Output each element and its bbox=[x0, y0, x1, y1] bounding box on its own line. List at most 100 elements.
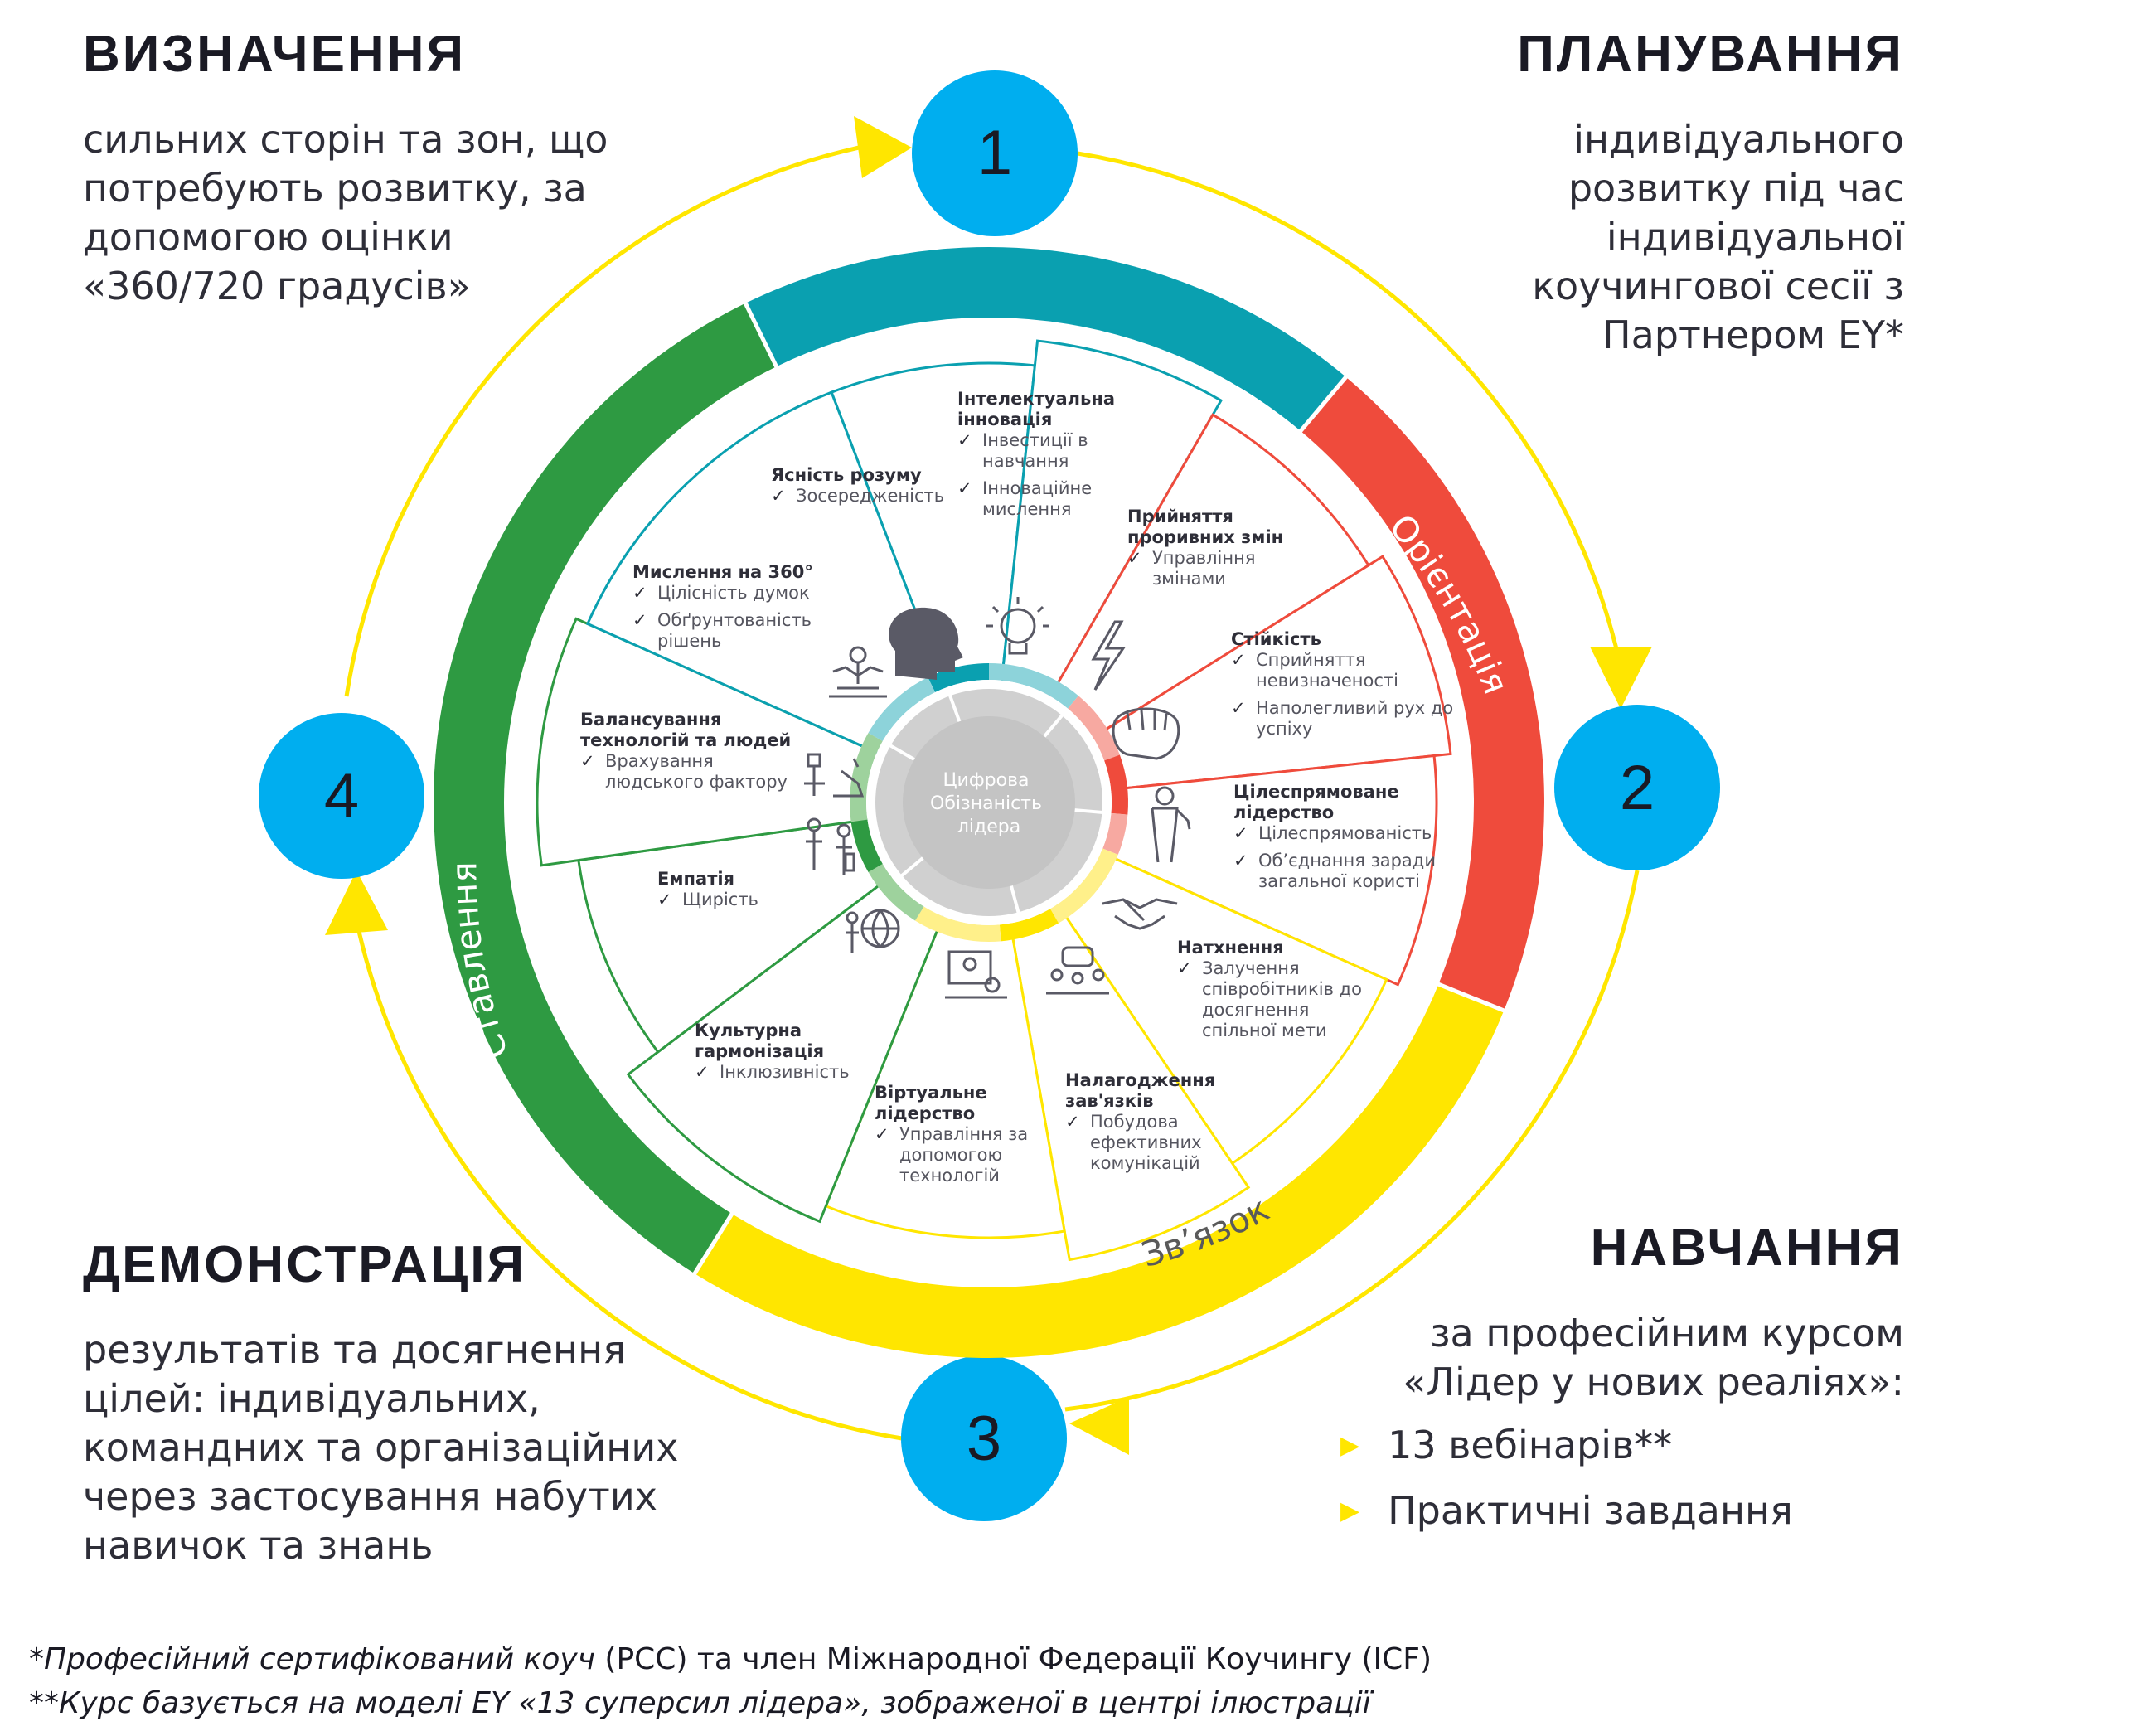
learning-line: за професійним курсом bbox=[1430, 1311, 1904, 1355]
step-2-circle bbox=[1554, 705, 1720, 870]
center-circle bbox=[903, 716, 1075, 889]
segment-item: Управління bbox=[1152, 548, 1255, 568]
segment-item: Сприйняття bbox=[1256, 650, 1365, 670]
thinking-ring bbox=[745, 247, 1346, 431]
planning-line: індивідуального bbox=[1573, 117, 1904, 162]
cycle-arrowhead bbox=[325, 870, 388, 935]
center-label-line: лідера bbox=[957, 817, 1020, 837]
step-learning-block: НАВЧАННЯ за професійним курсом «Лідер у … bbox=[1224, 1219, 1904, 1546]
head-icon bbox=[889, 607, 963, 680]
segment-title: проривних змін bbox=[1127, 527, 1283, 547]
learning-bullet-text: 13 вебінарів** bbox=[1388, 1423, 1673, 1467]
planning-line: індивідуальної bbox=[1606, 215, 1904, 259]
planning-line: Партнером EY* bbox=[1602, 313, 1904, 357]
segment-item: Щирість bbox=[682, 890, 758, 909]
footnote-1: *Професійний сертифікований коуч (PCC) т… bbox=[29, 1637, 1432, 1681]
check-icon: ✓ bbox=[1127, 548, 1142, 568]
learning-bullet-text: Практичні завдання bbox=[1388, 1488, 1793, 1533]
segment-title: інновація bbox=[957, 410, 1052, 429]
segment-item: Об’єднання заради bbox=[1258, 851, 1436, 870]
demonstration-line: навичок та знань bbox=[83, 1523, 434, 1568]
step-1-circle bbox=[912, 70, 1078, 236]
segment-wedge bbox=[585, 390, 991, 805]
check-icon: ✓ bbox=[771, 486, 786, 506]
center-ring-divider bbox=[947, 694, 962, 722]
definition-line: допомогою оцінки bbox=[83, 215, 453, 259]
triangle-bullet-icon: ▶ bbox=[1340, 1496, 1360, 1525]
inner-ring-segment bbox=[914, 906, 1001, 942]
demonstration-line: через застосування набутих bbox=[83, 1474, 657, 1519]
center-label-line: Обізнаність bbox=[930, 793, 1042, 814]
check-icon: ✓ bbox=[1177, 958, 1192, 978]
check-icon: ✓ bbox=[1231, 698, 1246, 718]
segment-item: Інвестиції в bbox=[982, 430, 1088, 450]
segment-title: гармонізація bbox=[695, 1041, 824, 1061]
segment-title: зав'язків bbox=[1065, 1091, 1154, 1111]
segment-item: Інноваційне bbox=[982, 478, 1092, 498]
footnote-2: **Курс базується на моделі EY «13 суперс… bbox=[29, 1681, 1432, 1725]
segment-title: Налагодження bbox=[1065, 1070, 1215, 1090]
center-ring-divider bbox=[1074, 808, 1103, 815]
check-icon: ✓ bbox=[580, 751, 595, 771]
planning-title: ПЛАНУВАННЯ bbox=[1517, 26, 1904, 83]
definition-line: сильних сторін та зон, що bbox=[83, 117, 608, 162]
segment-item: комунікацій bbox=[1090, 1153, 1200, 1173]
ring-separator bbox=[1296, 374, 1349, 436]
segment-title: Прийняття bbox=[1127, 507, 1233, 526]
planning-line: розвитку під час bbox=[1568, 166, 1904, 211]
segment-title: лідерство bbox=[1233, 803, 1334, 822]
segment-title: Віртуальне bbox=[875, 1083, 987, 1103]
center-ring-divider bbox=[1043, 714, 1064, 738]
segment-text: Ясність розуму✓Зосередженість bbox=[771, 465, 944, 506]
step-demonstration-block: ДЕМОНСТРАЦІЯ результатів та досягнення ц… bbox=[83, 1235, 746, 1570]
step-3-number: 3 bbox=[967, 1404, 1001, 1474]
definition-description: сильних сторін та зон, що потребують роз… bbox=[83, 115, 713, 311]
definition-line: «360/720 градусів» bbox=[83, 264, 471, 308]
footnote-1-plain: (PCC) та член Міжнародної Федерації Коуч… bbox=[594, 1642, 1432, 1676]
check-icon: ✓ bbox=[657, 890, 672, 909]
segment-title: Мислення на 360° bbox=[632, 562, 813, 582]
step-1: 1 bbox=[912, 70, 1078, 236]
segment-item: співробітників до bbox=[1202, 979, 1362, 999]
video-call-icon bbox=[945, 950, 1007, 999]
category-ring bbox=[434, 247, 1544, 1358]
segment-item: технологій bbox=[899, 1166, 1000, 1186]
step-1-number: 1 bbox=[977, 118, 1012, 188]
attitude-ring bbox=[434, 303, 777, 1274]
step-2: 2 bbox=[1554, 705, 1720, 870]
segment-title: технологій та людей bbox=[580, 730, 791, 750]
step-3: 3 bbox=[901, 1355, 1067, 1521]
segment-item: людського фактору bbox=[605, 772, 788, 792]
ring-separator bbox=[691, 1209, 736, 1277]
demonstration-title: ДЕМОНСТРАЦІЯ bbox=[83, 1236, 527, 1293]
segment-title: Інтелектуальна bbox=[957, 389, 1115, 409]
demonstration-line: командних та організаційних bbox=[83, 1425, 679, 1470]
inner-ring-segment bbox=[928, 663, 989, 692]
segment-item: Побудова bbox=[1090, 1112, 1179, 1132]
definition-line: потребують розвитку, за bbox=[83, 166, 587, 211]
segment-title: Балансування bbox=[580, 710, 721, 730]
segment-item: ефективних bbox=[1090, 1132, 1202, 1152]
segment-title: Культурна bbox=[695, 1021, 802, 1040]
check-icon: ✓ bbox=[632, 610, 647, 630]
step-planning-block: ПЛАНУВАННЯ індивідуального розвитку під … bbox=[1274, 25, 1904, 360]
learning-bullet: ▶13 вебінарів** bbox=[1340, 1415, 2020, 1481]
inner-ring-segment bbox=[1102, 812, 1128, 855]
segment-title: Емпатія bbox=[657, 869, 734, 889]
cycle-arrowhead bbox=[854, 116, 912, 178]
inner-ring-segment bbox=[850, 733, 883, 822]
segment-item: мислення bbox=[982, 499, 1071, 519]
segment-text: Налагодженнязав'язків✓Побудоваефективних… bbox=[1065, 1070, 1215, 1173]
segment-item: навчання bbox=[982, 451, 1069, 471]
segment-item: загальної користі bbox=[1258, 871, 1420, 891]
segment-item: досягнення bbox=[1202, 1000, 1309, 1020]
step-3-circle bbox=[901, 1355, 1067, 1521]
segment-title: лідерство bbox=[875, 1103, 975, 1123]
learning-title: НАВЧАННЯ bbox=[1590, 1220, 1904, 1277]
cycle-arrowhead bbox=[1069, 1397, 1129, 1455]
cycle-arc bbox=[1077, 151, 1627, 687]
